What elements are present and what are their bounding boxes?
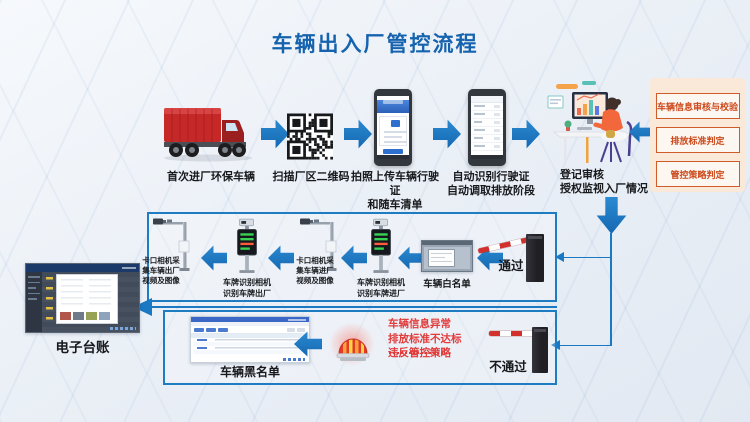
red-truck-icon [163,100,258,162]
step-label-first-entry: 首次进厂环保车辆 [167,171,255,183]
alarm-siren-icon [330,324,376,368]
fail-label: 不通过 [489,360,527,374]
phone-upload-icon [374,89,412,166]
capture-camera-exit-icon [150,217,192,275]
phone-app-header [377,100,409,113]
pass-label: 通过 [498,259,524,273]
blacklist-label: 车辆黑名单 [219,365,280,379]
whitelist-screenshot [421,240,473,272]
ledger-label: 电子台账 [55,340,110,355]
check-item-emission-standard: 排放标准判定 [655,127,740,153]
step-label-register-review: 登记审核 授权监视入厂情况 [560,169,648,195]
lpr-camera-exit-icon [230,218,264,275]
lpr-camera-entry-icon [364,218,398,275]
barrier-post-icon [532,327,548,373]
whitelist-label: 车辆白名单 [423,279,471,290]
capture-camera-entry-icon [297,217,339,275]
step-label-photo-upload: 拍照上传车辆行驶证 和随车清单 [351,171,439,211]
blacklist-screenshot [190,316,310,363]
ledger-detail-dialog [56,274,118,324]
truck-thumbnail-icon [391,120,400,127]
checks-panel: 车辆信息审核与校验 排放标准判定 管控策略判定 [650,78,745,192]
connector-branch-fail [559,344,611,346]
phone-upload-card [379,116,407,146]
check-item-info-verify: 车辆信息审核与校验 [655,93,740,119]
connector-ledger-line [152,306,557,308]
operator-desk-icon [546,80,642,166]
camera-label-exit-lpr: 车牌识别相机 识别车牌出厂 [223,278,271,298]
phone-list-icon [468,89,506,166]
qr-code-icon [287,113,333,160]
arrowhead-left-icon [555,252,564,262]
ledger-screenshot [25,263,140,333]
alert-dotted-line [389,352,443,354]
page-title: 车辆出入厂管控流程 [271,33,479,56]
check-item-control-policy: 管控策略判定 [655,161,740,187]
camera-label-entry-capture: 卡口相机采 集车辆进厂 视频及图像 [296,256,334,285]
connector-branch-pass [563,256,611,258]
step-label-auto-recognize: 自动识别行驶证 自动调取排放阶段 [447,171,535,197]
step-label-scan-qr: 扫描厂区二维码 [272,171,350,183]
phone-submit-button [383,149,403,154]
connector-vertical-line [610,233,612,346]
alert-reasons-text: 车辆信息异常 排放标准不达标 违反管控策略 [388,318,462,359]
barrier-post-icon [526,234,544,282]
barrier-arm-down-icon [489,331,539,336]
camera-label-exit-capture: 卡口相机采 集车辆出厂 视频及图像 [142,256,180,285]
camera-label-entry-lpr: 车牌识别相机 识别车牌进厂 [357,278,405,298]
